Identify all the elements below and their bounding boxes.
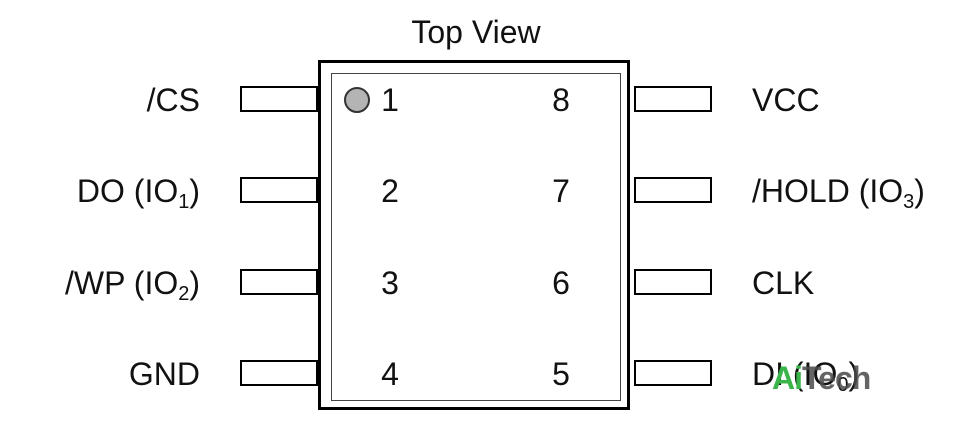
pin-label-do: DO (IO1) [76,173,200,213]
pin-number-2: 2 [381,173,399,209]
pin-number-8: 8 [552,82,570,118]
pin-number-7: 7 [552,173,570,209]
pin-number-5: 5 [552,356,570,392]
pin-lead-4 [240,360,318,386]
pin-lead-6 [634,269,712,295]
pin-number-6: 6 [552,265,570,301]
pin-lead-2 [240,177,318,203]
pin-label-hold: /HOLD (IO3) [752,173,925,213]
pin-lead-5 [634,360,712,386]
pin-label-di: DI (IO0) [752,356,860,396]
pin1-marker-dot [344,87,370,113]
diagram-title: Top View [411,14,541,50]
pin-lead-1 [240,86,318,112]
pin-lead-3 [240,269,318,295]
pin-label-cs: /CS [146,82,200,118]
pin-label-clk: CLK [752,265,815,301]
pin-lead-7 [634,177,712,203]
pin-number-1: 1 [381,82,399,118]
chip-package-inner-outline [331,73,621,401]
pin-lead-8 [634,86,712,112]
pin-label-gnd: GND [128,356,200,392]
pin-label-vcc: VCC [752,82,820,118]
pin-number-4: 4 [381,356,399,392]
watermark-logo: AiTech [772,360,871,396]
pin-number-3: 3 [381,265,399,301]
pin-label-wp: /WP (IO2) [65,265,200,305]
chip-package-outline [318,60,630,410]
